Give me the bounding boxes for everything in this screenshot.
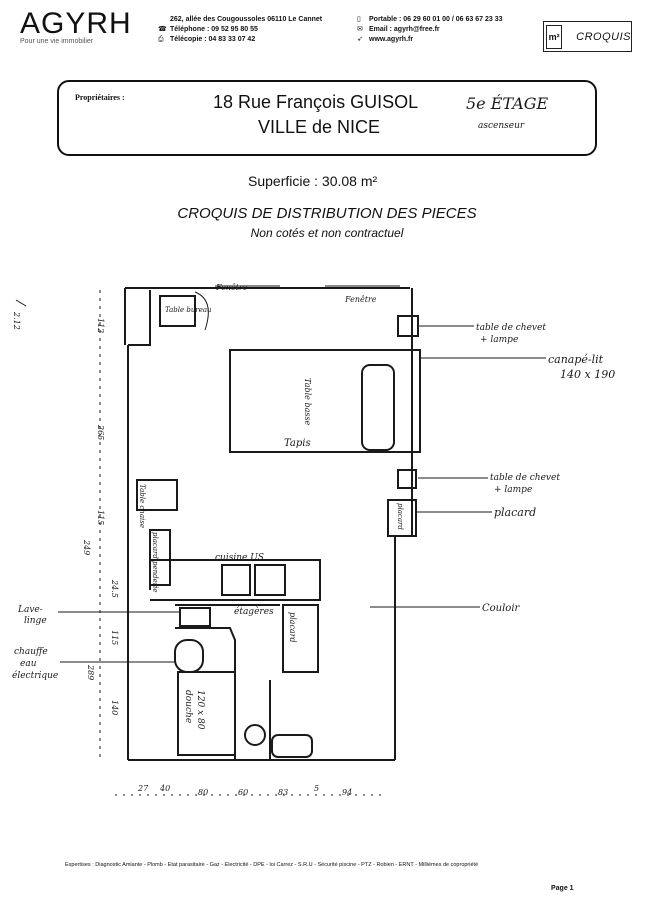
closet-right	[282, 604, 319, 673]
label-douche-a: douche	[183, 690, 193, 723]
label-chauffe-c: électrique	[12, 670, 58, 681]
croquis-badge: m² CROQUIS	[543, 21, 632, 52]
door-arc	[194, 291, 209, 331]
side-note-mark	[15, 299, 27, 307]
m2-badge-unit: m²	[546, 24, 563, 49]
dim-bottom-4: 83	[278, 788, 288, 797]
phone-icon: ☎	[158, 26, 167, 33]
kitchen-wall	[149, 535, 321, 601]
label-chevet-1-a: table de chevet	[476, 323, 546, 333]
label-canape-a: canapé-lit	[548, 353, 604, 366]
dim-left-4: 24.5	[110, 579, 119, 598]
label-fenetre-2: Fenêtre	[344, 295, 377, 304]
bottom-dimensions: 27 40 80 60 83 5 94	[137, 784, 352, 797]
label-chauffe-a: chauffe	[14, 647, 48, 657]
label-etageres: étagères	[234, 606, 274, 617]
mobile-icon: ▯	[357, 16, 361, 23]
label-table-basse: Table basse	[303, 378, 312, 426]
dim-bottom-5: 5	[314, 784, 319, 793]
sink-unit	[221, 564, 251, 596]
sink	[244, 724, 266, 746]
agyrh-logo: AGYRH Pour une vie immobilier	[20, 7, 140, 46]
dim-left-1: 265	[96, 424, 105, 440]
label-placard: placard	[494, 506, 536, 519]
label-douche-b: 120 x 80	[195, 690, 205, 730]
label-placard-penderie: placard penderie	[151, 532, 159, 593]
dim-left-5: 115	[110, 630, 119, 645]
mobile-line: Portable : 06 29 60 01 00 / 06 63 67 23 …	[369, 16, 503, 23]
bathtub	[271, 734, 313, 758]
logo-title: AGYRH	[20, 7, 132, 40]
logo-subtitle: Pour une vie immobilier	[20, 38, 94, 45]
contact-left: 262, allée des Cougoussoles 06110 Le Can…	[158, 15, 322, 45]
fax-line: Télécopie : 04 83 33 07 42	[170, 36, 256, 43]
bedside-table-1	[397, 315, 419, 337]
address-line-2: VILLE de NICE	[258, 117, 381, 137]
placard-right-box	[387, 499, 417, 537]
label-chauffe-b: eau	[20, 659, 37, 669]
address-line-1: 18 Rue François GUISOL	[213, 92, 419, 112]
dim-left-3: 249	[82, 539, 91, 555]
label-chevet-1-b: + lampe	[480, 335, 518, 345]
label-table-bureau: Table bureau	[165, 306, 212, 314]
label-side-note: 2.12	[12, 311, 21, 330]
address-line: 262, allée des Cougoussoles 06110 Le Can…	[170, 16, 323, 23]
label-placard-in-2: placard	[288, 612, 297, 643]
label-lave-linge-a: Lave-	[17, 605, 43, 615]
label-placard-in: placard	[396, 503, 404, 530]
sketch-title: CROQUIS DE DISTRIBUTION DES PIECES	[177, 205, 477, 222]
label-cuisine: cuisine US	[215, 553, 264, 563]
sofa-back	[361, 364, 395, 451]
fax-icon: ⎙	[158, 36, 164, 43]
web-icon: ➶	[357, 36, 363, 43]
footer-services: Expertises : Diagnostic Amiante - Plomb …	[65, 862, 479, 868]
lift-note: ascenseur	[478, 121, 525, 131]
croquis-badge-label: CROQUIS	[576, 30, 631, 43]
phone-line: Téléphone : 09 52 95 80 55	[170, 26, 258, 33]
owner-box	[57, 80, 597, 156]
table-chairs	[136, 479, 178, 511]
dim-bottom-2: 80	[198, 788, 208, 797]
label-table-chaise: Table chaise	[138, 484, 146, 528]
dim-left-7: 140	[110, 700, 119, 715]
dim-left-6: 289	[86, 664, 95, 680]
shower	[177, 671, 236, 756]
lave-linge	[179, 607, 211, 627]
bedside-table-2	[397, 469, 417, 489]
dim-left-0: 112	[96, 318, 105, 333]
web-line[interactable]: www.agyrh.fr	[369, 36, 414, 43]
closet-upper-wall	[128, 290, 151, 346]
label-chevet-2-b: + lampe	[494, 485, 532, 495]
stove	[254, 564, 286, 596]
floor-note: 5e ÉTAGE	[466, 94, 549, 113]
sofa-bed	[229, 349, 421, 453]
label-lave-linge-b: linge	[24, 616, 47, 626]
contact-right: ▯ Portable : 06 29 60 01 00 / 06 63 67 23…	[357, 15, 502, 45]
left-dimensions: 112 265 115 249 24.5 115 289 140	[82, 318, 119, 715]
desk	[159, 295, 196, 327]
dim-bottom-0: 27	[137, 784, 149, 793]
surface-area: Superficie : 30.08 m²	[248, 173, 378, 189]
sketch-subtitle: Non cotés et non contractuel	[250, 226, 404, 240]
label-tapis: Tapis	[284, 438, 311, 449]
email-line[interactable]: Email : agyrh@free.fr	[369, 26, 440, 33]
email-icon: ✉	[357, 26, 363, 33]
dim-bottom-3: 60	[238, 788, 248, 797]
label-canape-b: 140 x 190	[560, 368, 615, 381]
placard-penderie-box	[149, 529, 171, 586]
dim-bottom-1: 40	[159, 784, 170, 793]
chauffe-eau	[174, 639, 204, 673]
dim-bottom-6: 94	[342, 788, 352, 797]
label-chevet-2-a: table de chevet	[490, 473, 560, 483]
label-fenetre-1: Fenêtre	[215, 283, 248, 292]
label-couloir: Couloir	[482, 603, 521, 614]
dim-left-2: 115	[96, 510, 105, 525]
owner-label: Propriétaires :	[75, 93, 125, 102]
page-number: Page 1	[551, 885, 574, 892]
